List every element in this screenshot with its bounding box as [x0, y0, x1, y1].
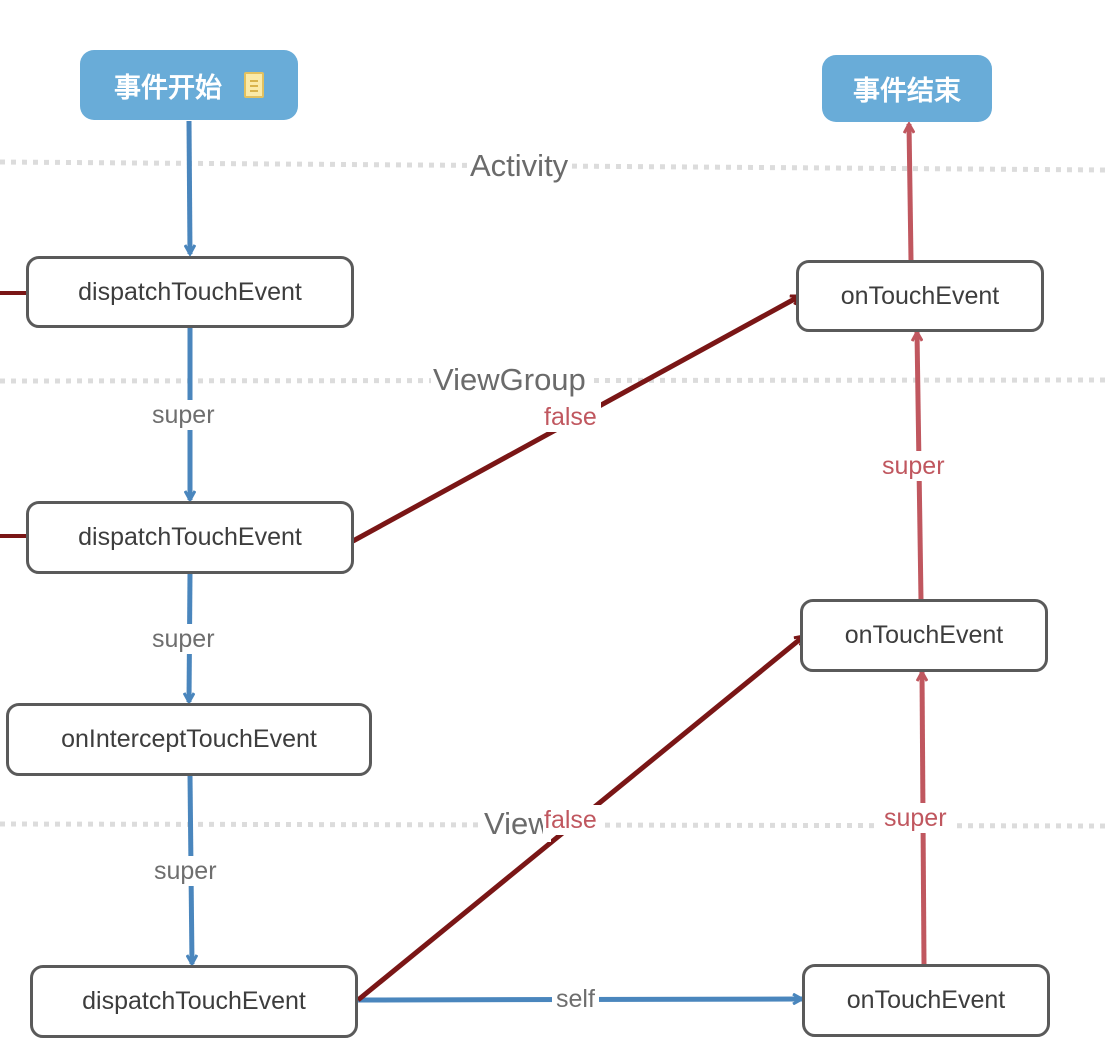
- view-dispatch-node: dispatchTouchEvent: [30, 965, 358, 1038]
- layer-label-activity: Activity: [468, 148, 571, 184]
- edge-label-false-view: false: [543, 805, 601, 835]
- edge-label-false-viewgroup: false: [540, 402, 601, 432]
- edge-activity-ontouch-to-end: [909, 124, 911, 261]
- event-end-terminal: 事件结束: [822, 55, 992, 122]
- edge-label-super-viewgroup-up: super: [878, 451, 949, 481]
- edge-label-super-dispatch-to-intercept: super: [148, 624, 219, 654]
- edge-label-super-activity-to-viewgroup: super: [148, 400, 219, 430]
- edge-start-to-activity-dispatch: [189, 120, 190, 254]
- viewgroup-ontouch-node: onTouchEvent: [800, 599, 1048, 672]
- edge-label-super-view-up: super: [880, 803, 951, 833]
- event-end-label: 事件结束: [853, 76, 961, 106]
- viewgroup-intercept-node: onInterceptTouchEvent: [6, 703, 372, 776]
- view-ontouch-node: onTouchEvent: [802, 964, 1050, 1037]
- edge-label-self: self: [552, 984, 599, 1014]
- note-icon: [244, 72, 264, 98]
- layer-label-viewgroup: ViewGroup: [431, 362, 588, 398]
- edge-label-super-intercept-to-view: super: [150, 856, 221, 886]
- layer-label-view: View: [482, 806, 551, 842]
- activity-dispatch-node: dispatchTouchEvent: [26, 256, 354, 328]
- event-start-terminal: 事件开始: [80, 50, 298, 120]
- event-start-label: 事件开始: [114, 72, 222, 103]
- activity-ontouch-node: onTouchEvent: [796, 260, 1044, 332]
- viewgroup-dispatch-node: dispatchTouchEvent: [26, 501, 354, 574]
